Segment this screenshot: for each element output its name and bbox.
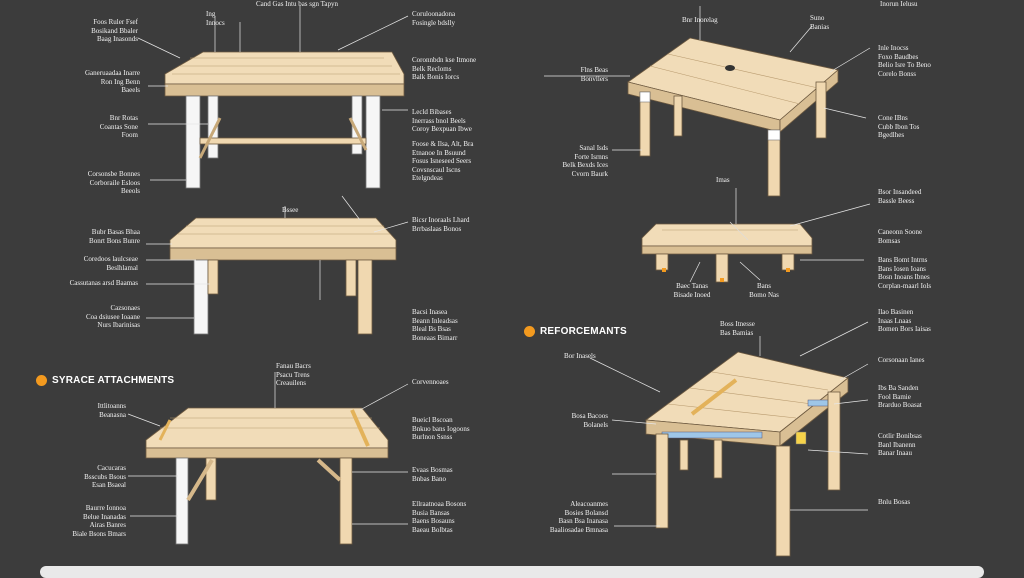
callout-label: Bnr Rotas Coantas Sone Foom xyxy=(99,114,138,139)
section-heading-surface: SYRACE ATTACHMENTS xyxy=(36,375,174,386)
callout-label: Corsonsbe Bonnes Corboraile Esloos Beeol… xyxy=(87,170,140,195)
callout-label: Ibs Ba Sanden Fool Bamie Brarduo Boasat xyxy=(878,384,922,409)
callout-label: Inle Inocss Foxo Baudbes Belio Isre To B… xyxy=(878,44,931,78)
callout-label: Bnlu Bosas xyxy=(878,498,911,506)
section-title: SYRACE ATTACHMENTS xyxy=(52,375,175,386)
callout-label: Corsonaan Ianes xyxy=(878,356,925,364)
callout-label: Cazsonaes Coa dsiusee Ioaane Nurs Ibarin… xyxy=(85,304,140,329)
callout-label: Flns Beas Bonvllers xyxy=(580,66,608,83)
callout-label: Ing Innocs xyxy=(206,10,225,27)
table-4-drawing xyxy=(627,37,839,197)
callout-label: Bor Inasels xyxy=(564,352,596,360)
callout-label: Baurre Ionnoa Belue Inanadas Airas Banre… xyxy=(72,504,126,538)
callout-label: Inorun Ielusu xyxy=(880,0,918,8)
table-1-drawing xyxy=(164,51,405,189)
callout-label: Bans Bomo Nas xyxy=(749,282,779,299)
callout-label: Baec Tanas Bisade Inoed xyxy=(673,282,711,299)
callout-label: Sanal Isds Forte Isrnns Belk Bexds Ices … xyxy=(562,144,609,178)
callout-label: Imas xyxy=(716,176,730,184)
callout-label: Coronnbdn kse Itmone Belk Recloms Balk B… xyxy=(412,56,477,81)
callout-label: Fanau Bacrs Psacu Trens Creauilens xyxy=(276,362,311,387)
callout-label: Ilao Basinen Inaas Lnaas Bomen Bors Iais… xyxy=(878,308,931,333)
callout-label: Foose & Ilsa, Alt, Bra Etnanoe In Bsuund… xyxy=(412,140,474,182)
callout-label: Caneonn Soone Bomsas xyxy=(878,228,923,245)
callout-label: Evaas Bosmas Bnbas Bano xyxy=(412,466,453,483)
callout-label: Ganeruaadaa Inarre Ron Ing Benn Baeels xyxy=(85,69,140,94)
callout-label: Cassutanas arsd Baamas xyxy=(69,279,138,287)
table-5-drawing xyxy=(641,221,813,283)
callout-label: Cand Gas Intu bas sgn Tapyn xyxy=(256,0,339,8)
table-2-drawing xyxy=(169,217,397,335)
section-title: REFORCEMANTS xyxy=(540,326,627,337)
callout-label: Bsor Insandeed Bassle Beess xyxy=(878,188,922,205)
callout-label: Corvennoaes xyxy=(412,378,449,386)
callout-label: Bacsi Inasea Beann Inleadsas Bleal Bs Bs… xyxy=(412,308,458,342)
callout-label: Bicsr Inoraals Lhard Brrbaslaas Bonos xyxy=(412,216,470,233)
callout-label: Bnr Inorelag xyxy=(682,16,718,24)
callout-label: Lecld Bibases Inerrass bnol Beels Coroy … xyxy=(412,108,472,133)
callout-label: Bueicl Bscoan Bnkuo bans Iogoons Burlnon… xyxy=(412,416,470,441)
section-heading-reinforcements: REFORCEMANTS xyxy=(524,326,627,337)
callout-label: Bosa Bacoos Bolanels xyxy=(571,412,608,429)
callout-label: Coredoos laulcseae Beslhlamal xyxy=(83,255,138,272)
callout-label: Bans Bomt Intrns Bans Iosen Ioans Bosn I… xyxy=(878,256,932,290)
callout-label: Foos Ruler Fsef Bosikand Bbaler Baag Ina… xyxy=(91,18,138,43)
callout-label: Cone IBns Cubb Ibon Tos Bgedlhes xyxy=(878,114,920,139)
callout-label: Bubr Basas Bhaa Bonrt Bons Bunre xyxy=(89,228,140,245)
callout-label: Aleacoanmes Bosies Bolansd Basn Bsa Inan… xyxy=(549,500,608,534)
callout-label: Cotlir Bonibsas Banl Ibanenn Banar Inaau xyxy=(878,432,922,457)
callout-label: Boss Itnesse Bas Bamias xyxy=(720,320,755,337)
callout-label: Coruloonadona Fosingle bdslly xyxy=(412,10,456,27)
section-badge xyxy=(36,375,47,386)
callout-label: Cacucaras Bsscubs Bsous Esan Bsaeal xyxy=(84,464,126,489)
bottom-bar xyxy=(40,566,984,578)
table-6-drawing xyxy=(644,351,849,557)
callout-label: Suno Banias xyxy=(810,14,830,31)
leader-lines xyxy=(127,6,871,527)
table-3-drawing xyxy=(145,407,389,545)
callout-label: Ittlitoanns Beanasna xyxy=(97,402,126,419)
section-badge xyxy=(524,326,535,337)
callout-label: Ellraatnoaa Bosons Busia Bansas Baens Bo… xyxy=(412,500,467,534)
callout-label: Bssee xyxy=(282,206,299,214)
